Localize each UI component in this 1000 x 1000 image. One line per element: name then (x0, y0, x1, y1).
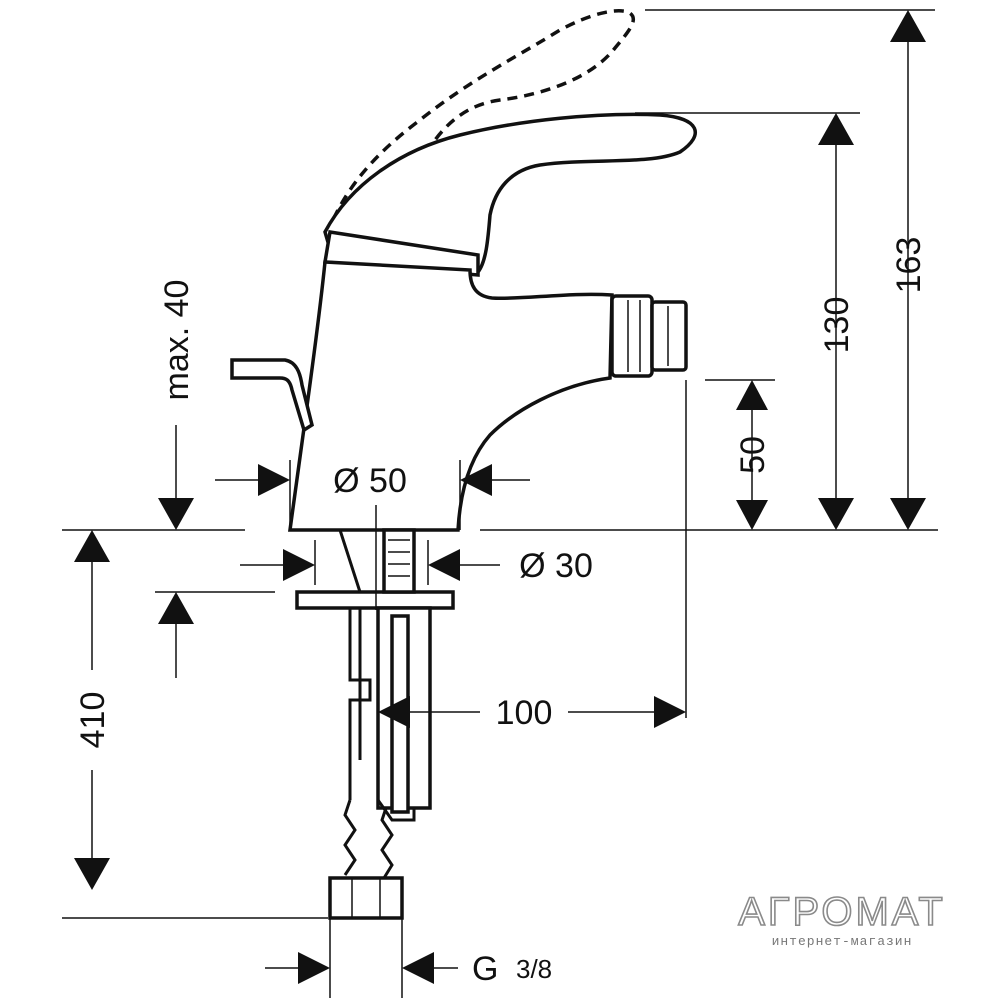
lever-raised-dashed (325, 9, 635, 236)
faucet-outline (230, 9, 697, 920)
flex-hose (343, 799, 357, 876)
deck-washer (295, 590, 455, 610)
dim-diameter-30-label: Ø 30 (519, 547, 593, 585)
spout-nozzle (610, 294, 654, 378)
dim-diameter-50-label: Ø 50 (333, 462, 407, 500)
dim-130-label: 130 (818, 297, 856, 354)
watermark: АГРОМАТ интернет-магазин (737, 889, 946, 949)
dimension-lines (62, 9, 938, 998)
dimension-labels: 163 130 50 max. 40 Ø 50 Ø 30 100 410 G 3… (74, 237, 928, 988)
popup-linkage (338, 529, 372, 800)
dim-410-label: 410 (74, 692, 112, 749)
dim-connection-size-label: 3/8 (516, 954, 552, 984)
dim-max40-label: max. 40 (158, 280, 196, 401)
dim-50-height-label: 50 (734, 436, 772, 474)
dim-connection-label: G (472, 950, 498, 988)
hose-nut (328, 876, 404, 920)
lever (323, 112, 697, 274)
spout-nozzle-tip (650, 300, 688, 372)
watermark-subtitle: интернет-магазин (772, 934, 913, 949)
popup-rod (230, 358, 315, 433)
dim-100-label: 100 (496, 694, 553, 732)
watermark-brand: АГРОМАТ (738, 890, 946, 934)
dim-163-label: 163 (890, 237, 928, 294)
